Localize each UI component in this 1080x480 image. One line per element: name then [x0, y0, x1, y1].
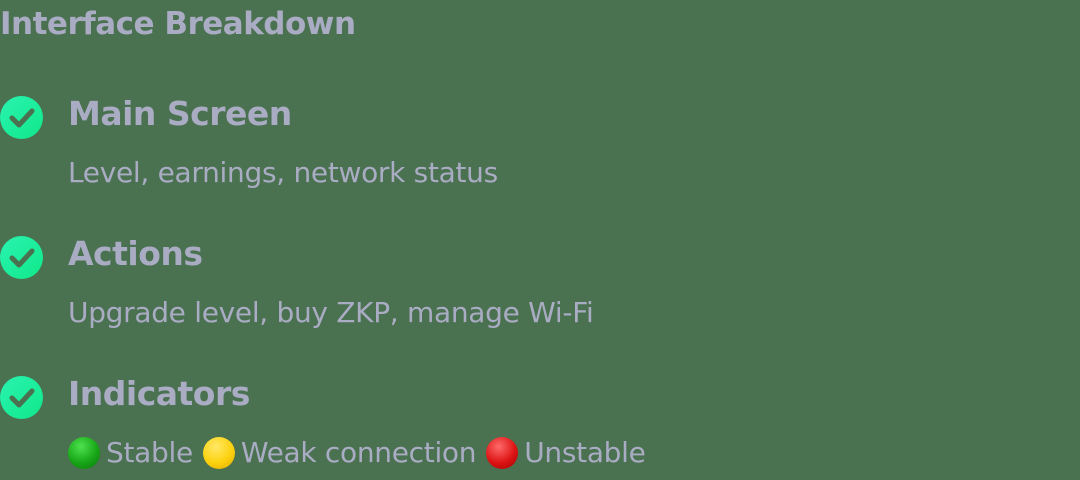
indicator-legend: Stable Weak connection Unstable [68, 436, 650, 469]
item-title: Indicators [68, 374, 250, 413]
page-title: Interface Breakdown [0, 6, 356, 42]
green-circle-icon [68, 436, 100, 469]
red-circle-icon [486, 436, 519, 469]
indicator-label-weak: Weak connection [240, 436, 477, 469]
check-circle-icon [0, 96, 43, 139]
item-description: Upgrade level, buy ZKP, manage Wi-Fi [68, 296, 594, 329]
indicator-label-unstable: Unstable [524, 436, 646, 469]
item-title: Actions [68, 234, 203, 273]
check-circle-icon [0, 236, 43, 279]
indicator-label-stable: Stable [106, 436, 193, 469]
yellow-circle-icon [202, 436, 235, 469]
item-title: Main Screen [68, 94, 292, 133]
item-description: Level, earnings, network status [68, 156, 498, 189]
check-circle-icon [0, 376, 43, 419]
